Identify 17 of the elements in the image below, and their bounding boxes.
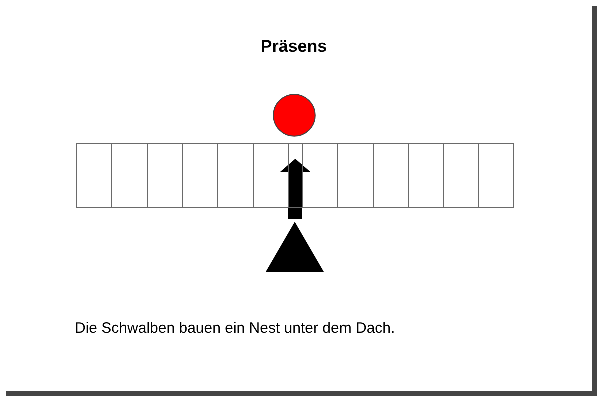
timeline-cell — [288, 143, 303, 208]
timeline-cell — [302, 143, 338, 208]
title: Präsens — [260, 37, 328, 57]
timeline-cell — [253, 143, 289, 208]
timeline-cell — [217, 143, 254, 208]
timeline-cell — [408, 143, 444, 208]
timeline-cell — [182, 143, 218, 208]
timeline-cell — [111, 143, 148, 208]
circle-marker — [273, 94, 316, 137]
timeline-cell — [478, 143, 514, 208]
timeline-cell — [443, 143, 479, 208]
timeline-cell — [147, 143, 183, 208]
timeline-cell — [373, 143, 409, 208]
timeline-cell — [76, 143, 112, 208]
caption: Die Schwalben bauen ein Nest unter dem Dach. — [75, 320, 396, 338]
timeline-cell — [337, 143, 374, 208]
triangle-marker — [266, 222, 324, 272]
